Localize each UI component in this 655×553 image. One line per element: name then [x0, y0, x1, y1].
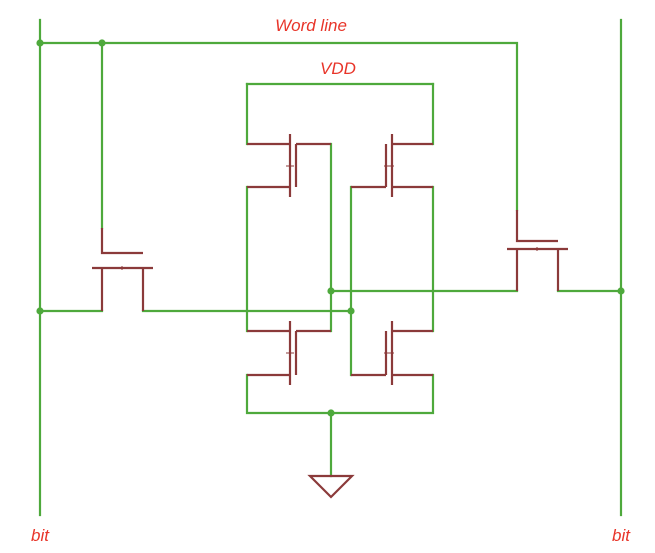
bit-line-left-label: bit	[31, 526, 50, 545]
junction-dot	[327, 287, 335, 295]
junction-dot	[347, 307, 355, 315]
left-access-transistor	[92, 228, 153, 311]
right-pmos-transistor	[351, 134, 433, 197]
word-line-label: Word line	[275, 16, 347, 35]
junction-dot	[36, 307, 44, 315]
transistors	[92, 134, 568, 499]
junction-dot	[98, 39, 106, 47]
junction-dot	[36, 39, 44, 47]
vdd-label: VDD	[320, 59, 356, 78]
ground-rail-left	[245, 373, 435, 415]
junction-dots	[36, 39, 625, 417]
word-line-wire	[38, 41, 519, 212]
bit-line-right-label: bit	[612, 526, 631, 545]
junction-dot	[617, 287, 625, 295]
ground-icon	[307, 474, 355, 499]
right-nmos-transistor	[351, 321, 433, 385]
wires	[38, 18, 623, 517]
right-access-transistor	[507, 210, 568, 291]
junction-dot	[327, 409, 335, 417]
left-pmos-transistor	[247, 134, 331, 197]
left-nmos-transistor	[247, 321, 331, 385]
labels: Word line VDD bit bit	[31, 16, 631, 545]
